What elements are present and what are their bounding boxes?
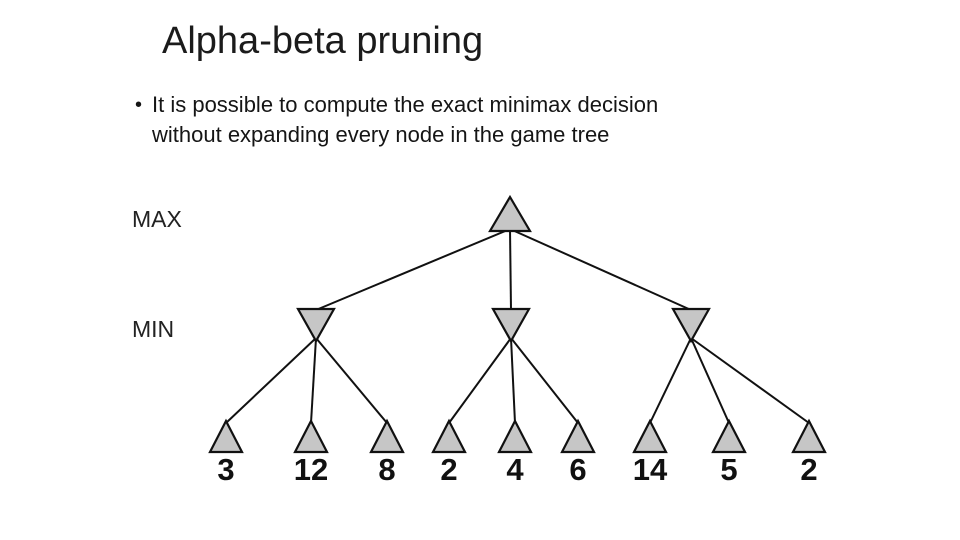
leaf-node-1 xyxy=(293,418,329,454)
bullet-marker: • xyxy=(135,94,143,116)
min-row-label: MIN xyxy=(132,316,174,342)
max-root-node xyxy=(488,194,532,233)
edge-root-to-min-1 xyxy=(509,228,512,311)
leaf-value-1: 12 xyxy=(294,452,328,487)
slide-title: Alpha-beta pruning xyxy=(162,20,484,62)
bullet-line-2: without expanding every node in the game… xyxy=(152,122,610,147)
min-node-0 xyxy=(296,307,336,344)
bullet-text: It is possible to compute the exact mini… xyxy=(152,90,658,150)
edge-min-to-leaf-2 xyxy=(315,337,388,424)
leaf-node-3 xyxy=(431,418,467,454)
edge-min-to-leaf-0 xyxy=(225,337,317,424)
edge-min-to-leaf-7 xyxy=(690,337,730,424)
leaf-value-0: 3 xyxy=(217,452,234,487)
min-node-2 xyxy=(671,307,711,344)
leaf-value-7: 5 xyxy=(720,452,737,487)
max-row-label: MAX xyxy=(132,206,182,232)
leaf-value-4: 4 xyxy=(506,452,524,487)
leaf-node-7 xyxy=(711,418,747,454)
edge-root-to-min-2 xyxy=(509,228,692,311)
leaf-node-6 xyxy=(632,418,668,454)
leaf-value-6: 14 xyxy=(633,452,668,487)
bullet-item: • It is possible to compute the exact mi… xyxy=(135,90,658,150)
leaf-node-5 xyxy=(560,418,596,454)
leaf-value-3: 2 xyxy=(440,452,457,487)
min-node-1 xyxy=(491,307,531,344)
edge-min-to-leaf-4 xyxy=(510,337,516,424)
leaf-value-8: 2 xyxy=(800,452,817,487)
edge-min-to-leaf-8 xyxy=(690,337,810,424)
bullet-line-1: It is possible to compute the exact mini… xyxy=(152,92,659,117)
leaf-node-0 xyxy=(208,418,244,454)
edge-min-to-leaf-6 xyxy=(649,337,692,424)
leaf-value-2: 8 xyxy=(378,452,395,487)
edge-min-to-leaf-1 xyxy=(310,337,317,424)
edge-min-to-leaf-3 xyxy=(448,337,512,424)
leaf-node-2 xyxy=(369,418,405,454)
leaf-node-4 xyxy=(497,418,533,454)
edge-min-to-leaf-5 xyxy=(510,337,579,424)
leaf-value-5: 6 xyxy=(569,452,586,487)
edge-root-to-min-0 xyxy=(315,228,511,311)
leaf-node-8 xyxy=(791,418,827,454)
